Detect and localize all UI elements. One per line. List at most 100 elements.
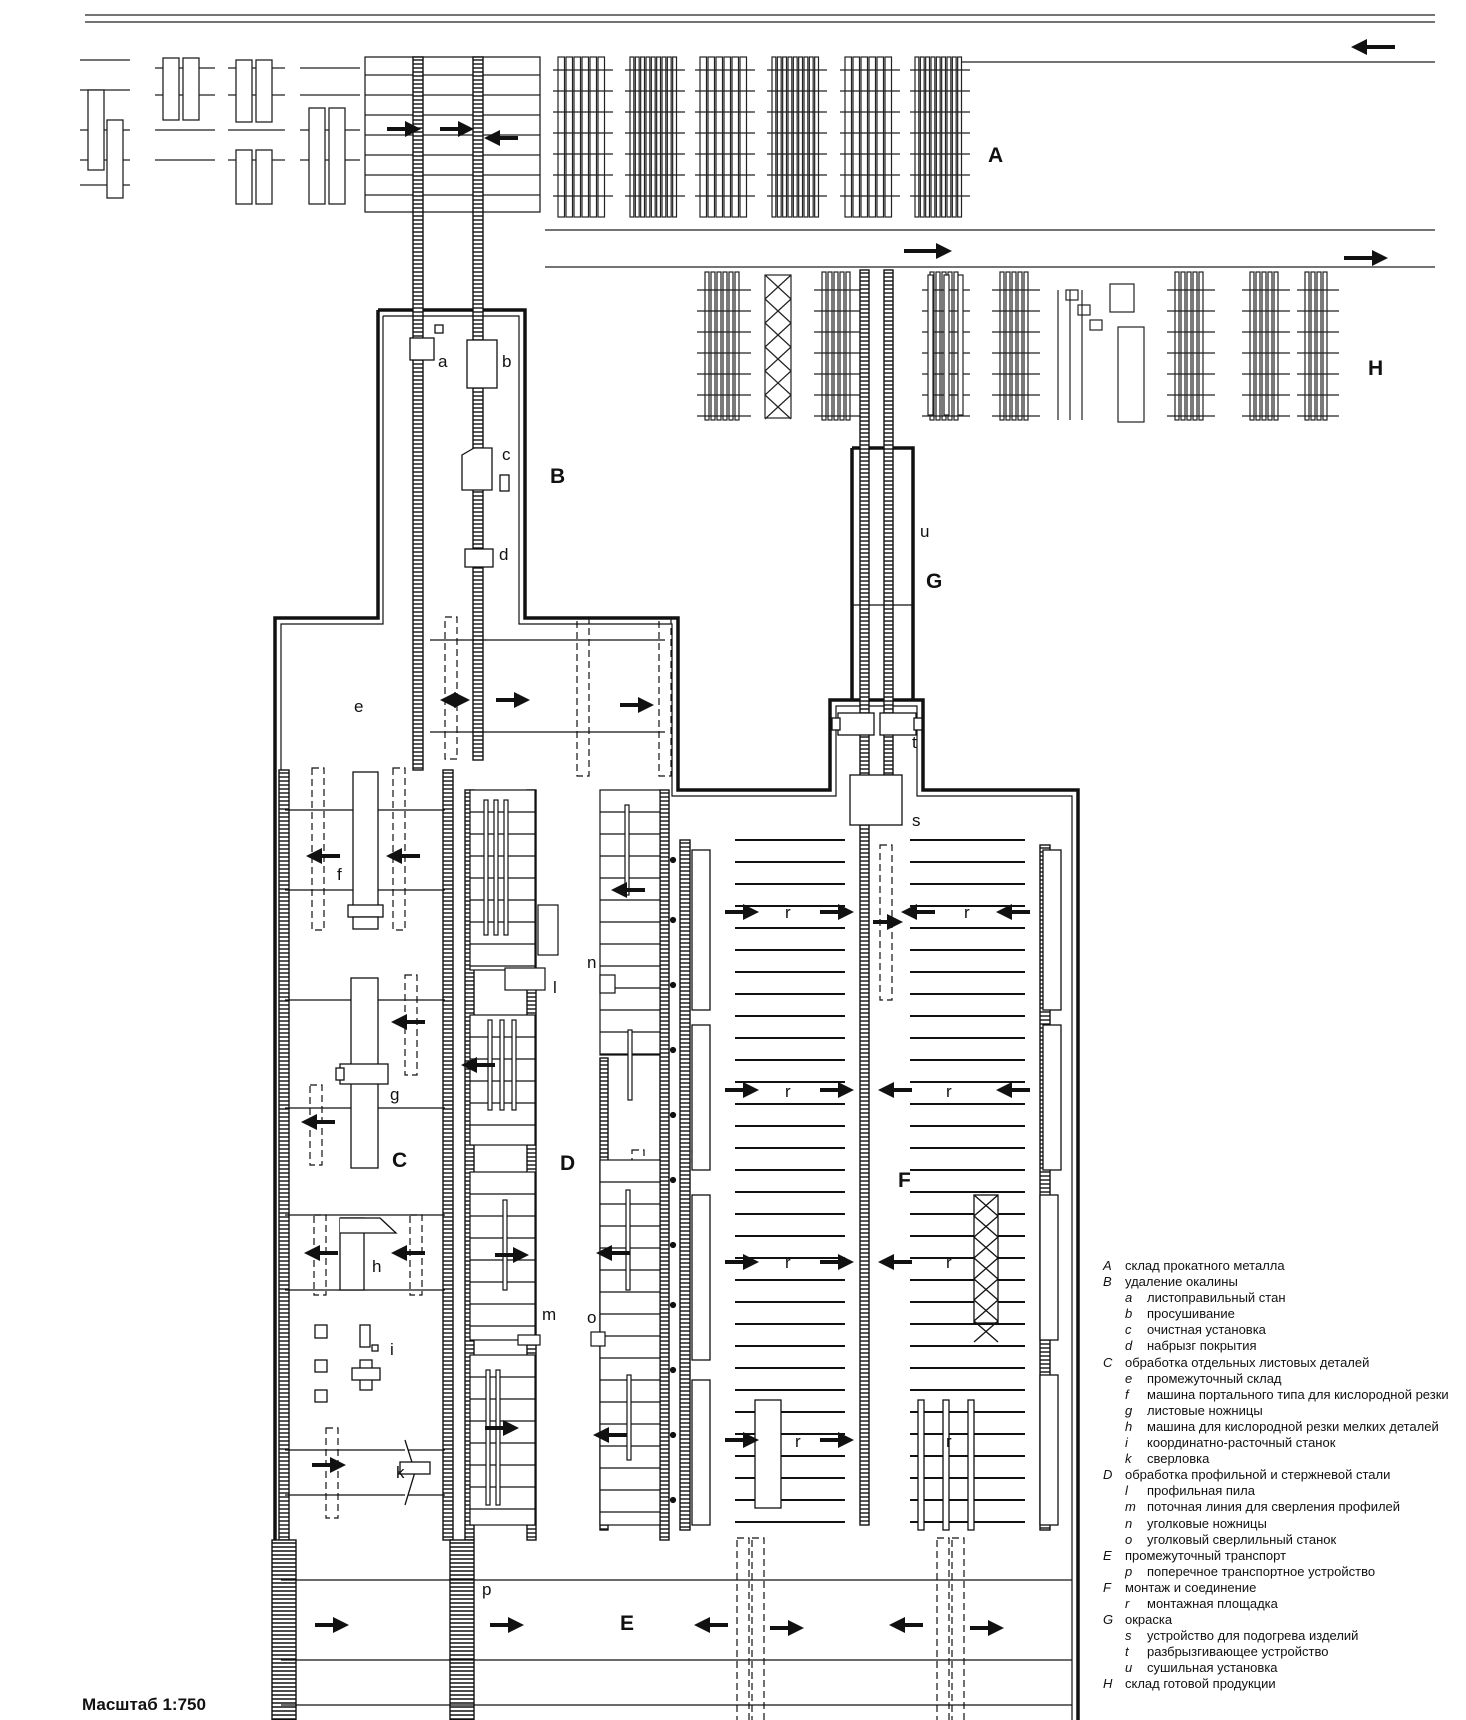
legend-key: h: [1125, 1418, 1133, 1434]
legend-text: монтажная площадка: [1147, 1595, 1278, 1611]
station-label-n: n: [587, 953, 596, 972]
storage-a-plates-left: [80, 56, 541, 213]
legend-text: сверловка: [1147, 1451, 1210, 1467]
column-dot: [669, 1046, 677, 1054]
station-label-e: e: [354, 697, 363, 716]
profile-rack: [697, 271, 751, 421]
building-outline: [273, 308, 1080, 1720]
profile-bar: [627, 1029, 633, 1101]
legend-text: машина портального типа для кислородной …: [1147, 1386, 1449, 1402]
legend-key: H: [1103, 1676, 1113, 1692]
legend-key: c: [1125, 1322, 1132, 1338]
truss: [764, 274, 792, 420]
top-rails: [85, 14, 1435, 268]
roller-conveyor: [278, 769, 290, 1541]
legend-key: u: [1125, 1660, 1133, 1676]
station-label-d: d: [499, 545, 508, 564]
legend-text: очистная установка: [1147, 1322, 1266, 1338]
station-label-k: k: [396, 1463, 405, 1482]
station-label-f: f: [337, 865, 342, 884]
zone-b-equipment: [409, 324, 510, 568]
side-rack: [691, 849, 711, 1011]
station-label-t: t: [912, 733, 917, 752]
rack-block: [469, 789, 536, 971]
station-label-u: u: [920, 522, 929, 541]
crane-frame: [927, 274, 1145, 423]
profile-bar: [495, 1369, 501, 1506]
flow-arrows: [301, 39, 1395, 1636]
profile-rack: [910, 56, 970, 218]
column-dot: [669, 1496, 677, 1504]
profile-rack: [814, 271, 862, 421]
station-labels: a b c d e f g h i k l m n o p r r r r r …: [337, 352, 970, 1599]
legend-text: устройство для подогрева изделий: [1147, 1628, 1359, 1644]
station-label-c: c: [502, 445, 511, 464]
legend-key: C: [1103, 1354, 1113, 1370]
station-label-r: r: [785, 903, 791, 922]
zone-labels: A B C D E F G H: [392, 144, 1383, 1635]
legend-key: p: [1125, 1563, 1133, 1579]
station-label-p: p: [482, 1580, 491, 1599]
profile-bar: [511, 1019, 517, 1111]
legend-key: E: [1103, 1547, 1112, 1563]
column-dot: [669, 1241, 677, 1249]
scale-label: Масштаб 1:750: [82, 1695, 206, 1714]
profile-rack: [992, 271, 1040, 421]
profile-rack: [840, 56, 900, 218]
legend-text: склад прокатного металла: [1125, 1258, 1285, 1273]
profile-bar: [624, 804, 630, 896]
legend-key: g: [1125, 1402, 1133, 1418]
legend-key: r: [1125, 1595, 1130, 1611]
zone-label-g: G: [926, 570, 942, 593]
zone-label-e: E: [620, 1612, 634, 1635]
profile-bar: [625, 1189, 631, 1291]
legend-text: поперечное транспортное устройство: [1147, 1563, 1376, 1579]
profile-rack: [1297, 271, 1339, 421]
station-label-r-4: r: [946, 1082, 952, 1101]
rack-block: [469, 1354, 536, 1526]
station-label-m: m: [542, 1305, 556, 1324]
side-rack: [1039, 1194, 1059, 1341]
profile-rack: [1242, 271, 1290, 421]
profile-rack: [625, 56, 685, 218]
column-dot: [669, 1301, 677, 1309]
legend-key: m: [1125, 1499, 1136, 1515]
station-label-r-2: r: [964, 903, 970, 922]
zone-c-machines: [314, 771, 431, 1506]
profile-bar: [493, 799, 499, 936]
legend-item: p поперечное транспортное устройство: [1103, 1564, 1463, 1580]
station-label-a: a: [438, 352, 448, 371]
zone-label-f: F: [898, 1169, 911, 1192]
column-dot: [669, 856, 677, 864]
zone-label-a: A: [988, 144, 1003, 167]
legend-text: промежуточный транспорт: [1125, 1547, 1287, 1563]
roller-conveyor: [883, 269, 894, 776]
side-rack: [1039, 1374, 1059, 1526]
legend-text: листовые ножницы: [1147, 1402, 1263, 1418]
roller-conveyor: [412, 56, 424, 771]
station-label-l: l: [553, 978, 557, 997]
legend-text: уголковые ножницы: [1147, 1515, 1267, 1531]
truss: [973, 1194, 999, 1343]
profile-rack: [695, 56, 755, 218]
profile-rack: [553, 56, 613, 218]
legend-key: B: [1103, 1274, 1112, 1290]
station-label-g: g: [390, 1085, 399, 1104]
zone-label-b: B: [550, 465, 565, 488]
legend-key: l: [1125, 1483, 1128, 1499]
profile-saw: [537, 904, 559, 956]
zone-g-equipment: [831, 712, 923, 826]
